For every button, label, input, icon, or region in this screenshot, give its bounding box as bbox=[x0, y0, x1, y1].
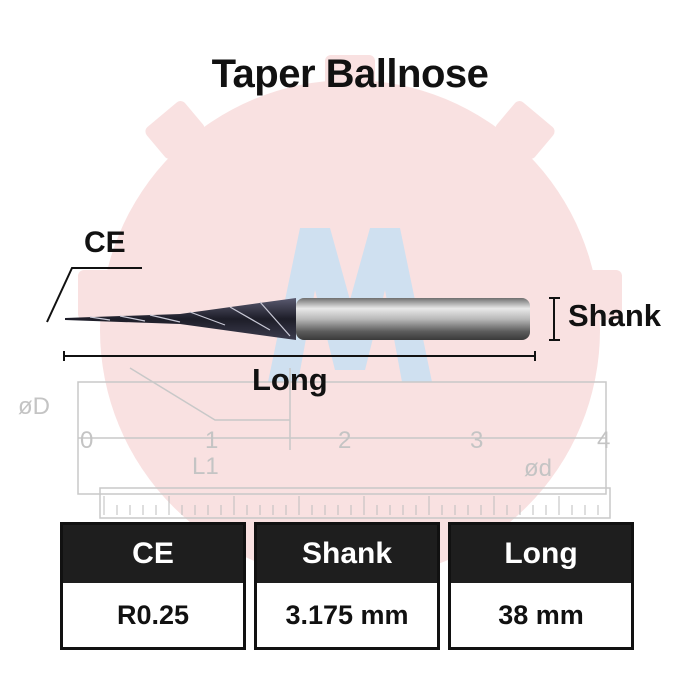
flute-highlights bbox=[89, 301, 291, 337]
long-label: Long bbox=[252, 362, 328, 397]
spec-card-long: Long 38 mm bbox=[448, 522, 634, 650]
shank-body bbox=[296, 298, 530, 340]
scale-number-0: 0 bbox=[80, 427, 93, 454]
technical-drawing bbox=[77, 367, 611, 519]
spec-header-ce: CE bbox=[63, 525, 243, 583]
spec-header-long: Long bbox=[451, 525, 631, 583]
shank-label: Shank bbox=[568, 298, 662, 333]
ce-label: CE bbox=[84, 226, 126, 259]
spec-header-shank: Shank bbox=[257, 525, 437, 583]
spec-value-long: 38 mm bbox=[498, 599, 584, 630]
scale-number-3: 3 bbox=[470, 427, 483, 454]
long-dimension-line bbox=[63, 351, 536, 361]
dim-label-phi-d: ød bbox=[524, 455, 552, 482]
spec-card-ce: CE R0.25 bbox=[60, 522, 246, 650]
scale-number-1: 1 bbox=[205, 427, 218, 454]
ruler-ticks bbox=[103, 496, 599, 515]
flute-section bbox=[65, 298, 296, 340]
spec-card-shank: Shank 3.175 mm bbox=[254, 522, 440, 650]
shank-dimension-bracket bbox=[549, 297, 560, 341]
spec-value-shank: 3.175 mm bbox=[285, 599, 409, 630]
ce-leader-line bbox=[46, 267, 142, 323]
page-title: Taper Ballnose bbox=[211, 52, 489, 96]
dim-label-phi-D: øD bbox=[18, 393, 50, 420]
spec-value-ce: R0.25 bbox=[116, 599, 190, 630]
scale-number-2: 2 bbox=[338, 427, 351, 454]
scale-number-4: 4 bbox=[597, 427, 610, 454]
dim-label-L1: L1 bbox=[192, 453, 219, 480]
